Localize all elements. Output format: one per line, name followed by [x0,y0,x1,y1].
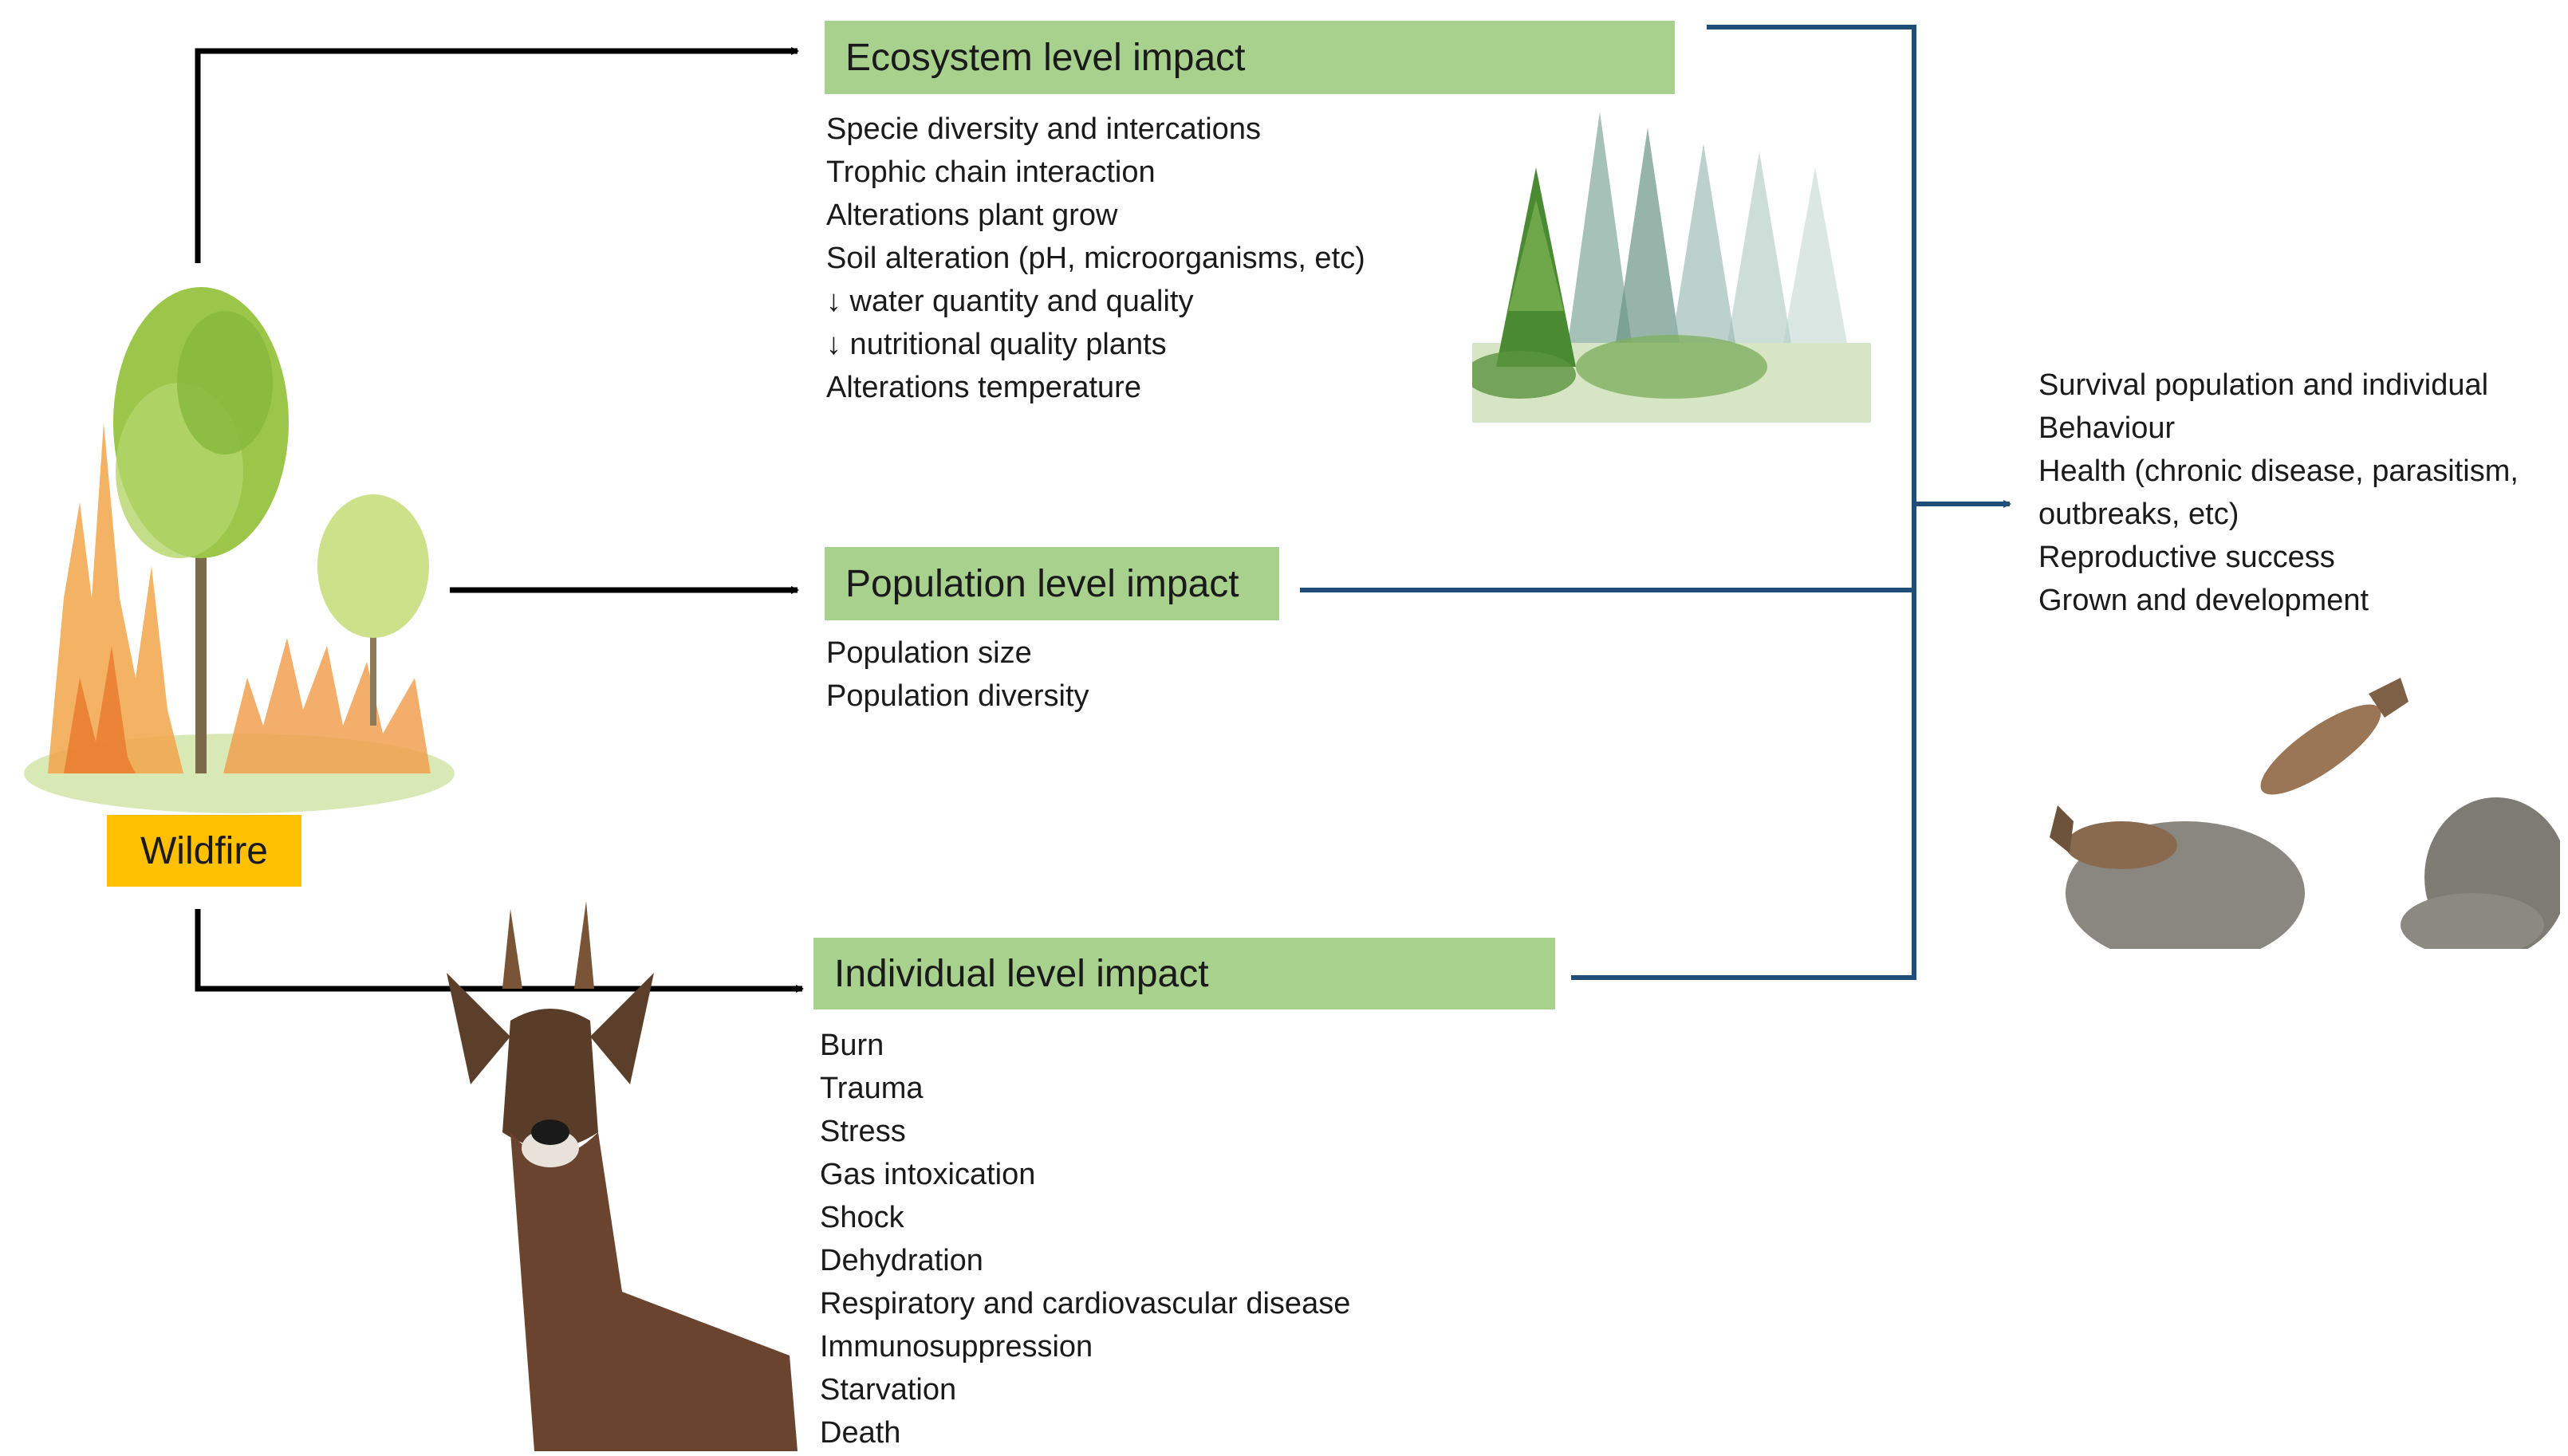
ecosystem-impact-list: Specie diversity and intercations Trophi… [826,108,1365,409]
list-item: Population size [826,632,1089,675]
list-item: Alterations plant grow [826,194,1365,237]
individual-impact-list: Burn Trauma Stress Gas intoxication Shoc… [820,1024,1350,1454]
list-item: Alterations temperature [826,366,1365,409]
list-item: Health (chronic disease, parasitism, [2038,450,2519,493]
list-item: Behaviour [2038,407,2519,450]
ecosystem-header: Ecosystem level impact [825,21,1675,94]
list-item: Trauma [820,1067,1350,1110]
list-item: Shock [820,1196,1350,1239]
list-item: ↓ nutritional quality plants [826,323,1365,366]
list-item: Immunosuppression [820,1325,1350,1368]
forest-fire-illustration [16,263,471,821]
list-item: Survival population and individual [2038,364,2519,407]
outcomes-list: Survival population and individual Behav… [2038,364,2519,622]
list-item: Death [820,1411,1350,1454]
list-item: Trophic chain interaction [826,151,1365,194]
list-item: Burn [820,1024,1350,1067]
list-item: Dehydration [820,1239,1350,1282]
population-header: Population level impact [825,547,1279,620]
list-item: Reproductive success [2038,536,2519,579]
deer-illustration [415,877,813,1451]
forest-illustration [1472,104,1871,423]
list-item: Grown and development [2038,579,2519,622]
list-item: Specie diversity and intercations [826,108,1365,151]
chamois-illustration [2026,662,2560,949]
list-item: ↓ water quantity and quality [826,280,1365,323]
list-item: Starvation [820,1368,1350,1411]
list-item: Population diversity [826,675,1089,718]
arrow-wildfire-to-ecosystem [198,51,798,263]
population-impact-list: Population size Population diversity [826,632,1089,718]
list-item: outbreaks, etc) [2038,493,2519,536]
list-item: Soil alteration (pH, microorganisms, etc… [826,237,1365,280]
list-item: Stress [820,1110,1350,1153]
wildfire-label: Wildfire [107,815,301,887]
list-item: Respiratory and cardiovascular disease [820,1282,1350,1325]
list-item: Gas intoxication [820,1153,1350,1196]
individual-header: Individual level impact [813,938,1555,1009]
